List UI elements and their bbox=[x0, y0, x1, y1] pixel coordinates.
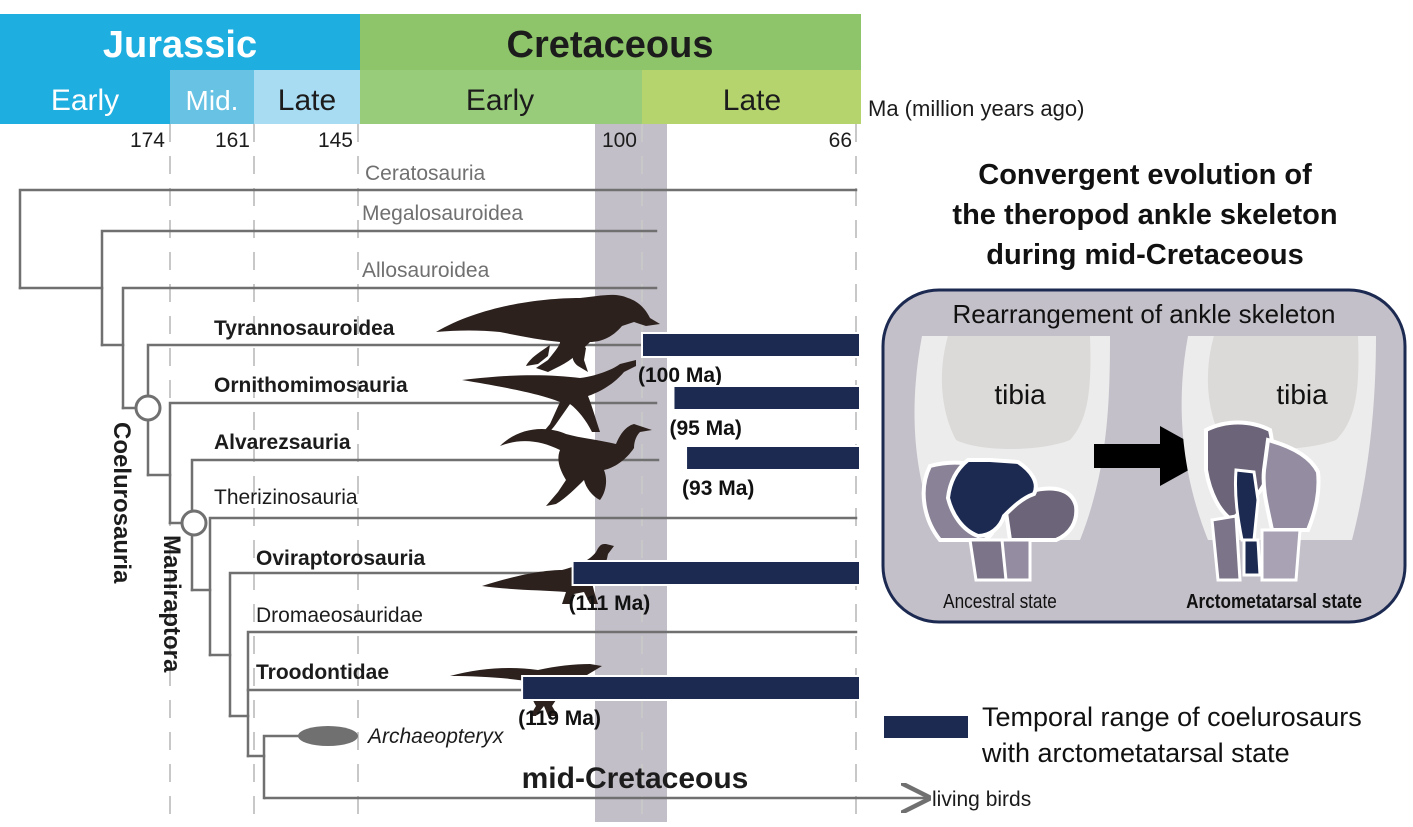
legend: Temporal range of coelurosaurs with arct… bbox=[884, 702, 1362, 768]
epoch-late-jurassic bbox=[254, 70, 360, 124]
range-label-oviraptorosauria: (111 Ma) bbox=[569, 592, 651, 615]
mid-cretaceous-label: mid-Cretaceous bbox=[522, 762, 749, 795]
taxon-label-tyrannosauroidea: Tyrannosauroidea bbox=[214, 317, 395, 340]
range-bar-tyrannosauroidea bbox=[641, 332, 861, 358]
unit-label: Ma (million years ago) bbox=[868, 96, 1084, 121]
coelurosauria-node bbox=[134, 394, 162, 422]
archaeopteryx-marker bbox=[298, 726, 358, 746]
branch-therizinosauria bbox=[208, 516, 858, 657]
arcto-state-label: Arctometatarsal state bbox=[1186, 590, 1362, 613]
mid-cretaceous-band bbox=[595, 124, 667, 822]
panel-title-line-2: the theropod ankle skeleton bbox=[952, 199, 1337, 231]
taxon-label-oviraptorosauria: Oviraptorosauria bbox=[256, 547, 426, 570]
alvarezsaur-silhouette bbox=[500, 424, 652, 506]
legend-line-2: with arctometatarsal state bbox=[981, 738, 1290, 768]
ancestral-ankle-illustration: tibia bbox=[914, 336, 1110, 582]
taxon-labels: Ceratosauria Megalosauroidea Allosauroid… bbox=[214, 162, 1031, 811]
taxon-label-archaeopteryx: Archaeopteryx bbox=[366, 725, 505, 748]
range-label-ornithomimosauria: (95 Ma) bbox=[669, 417, 741, 440]
branch-archaeopteryx bbox=[262, 734, 302, 800]
epoch-late-cretaceous bbox=[642, 70, 861, 124]
taxon-label-living-birds: living birds bbox=[932, 788, 1031, 811]
ancestral-tibia-label: tibia bbox=[994, 379, 1046, 410]
right-panel: Convergent evolution of the theropod ank… bbox=[881, 159, 1407, 624]
clade-label-maniraptora: Maniraptora bbox=[158, 535, 185, 673]
period-cretaceous bbox=[360, 14, 861, 70]
taxon-label-ceratosauria: Ceratosauria bbox=[365, 162, 486, 185]
epoch-label-mid-jurassic: Mid. bbox=[186, 85, 239, 116]
range-label-troodontidae: (119 Ma) bbox=[518, 707, 601, 730]
period-label-cretaceous: Cretaceous bbox=[507, 24, 714, 66]
taxon-label-ornithomimosauria: Ornithomimosauria bbox=[214, 374, 408, 397]
time-gridlines bbox=[169, 124, 857, 822]
branch-megalosauroidea bbox=[100, 229, 658, 347]
taxon-label-dromaeosauridae: Dromaeosauridae bbox=[256, 604, 423, 627]
epoch-early-cretaceous bbox=[360, 70, 642, 124]
oviraptorosaur-silhouette bbox=[482, 544, 614, 604]
clade-label-coelurosauria: Coelurosauria bbox=[108, 422, 135, 584]
branch-allosauroidea bbox=[121, 286, 658, 410]
ankle-box-title: Rearrangement of ankle skeleton bbox=[952, 299, 1335, 329]
timescale: Jurassic Cretaceous Early Mid. Late Earl… bbox=[0, 14, 1084, 124]
range-label-tyrannosauroidea: (100 Ma) bbox=[638, 364, 722, 387]
arcto-tibia-label: tibia bbox=[1276, 379, 1328, 410]
maniraptora-node bbox=[180, 509, 208, 537]
period-jurassic bbox=[0, 14, 360, 70]
tick-labels: 174 161 145 100 66 bbox=[130, 129, 852, 152]
range-label-alvarezsauria: (93 Ma) bbox=[682, 477, 754, 500]
epoch-label-late-cretaceous: Late bbox=[723, 84, 781, 117]
ancestral-state-label: Ancestral state bbox=[943, 590, 1057, 613]
range-bar-troodontidae bbox=[521, 675, 861, 701]
panel-title-line-1: Convergent evolution of bbox=[978, 159, 1312, 191]
arctometatarsal-ankle-illustration: tibia bbox=[1181, 336, 1376, 582]
tick-label-100: 100 bbox=[602, 129, 637, 152]
range-bars: (100 Ma) (95 Ma) (93 Ma) (111 Ma) (119 Ma) bbox=[518, 332, 862, 730]
tick-label-161: 161 bbox=[215, 129, 250, 152]
taxon-label-therizinosauria: Therizinosauria bbox=[214, 486, 358, 509]
period-label-jurassic: Jurassic bbox=[103, 24, 257, 66]
range-bar-ornithomimosauria bbox=[672, 385, 861, 411]
epoch-label-early-cretaceous: Early bbox=[466, 84, 534, 117]
epoch-mid-jurassic bbox=[170, 70, 254, 124]
taxon-label-allosauroidea: Allosauroidea bbox=[362, 259, 490, 282]
tick-label-145: 145 bbox=[318, 129, 353, 152]
taxon-label-troodontidae: Troodontidae bbox=[256, 661, 389, 684]
epoch-early-jurassic bbox=[0, 70, 170, 124]
epoch-label-late-jurassic: Late bbox=[278, 84, 336, 117]
range-bar-alvarezsauria bbox=[685, 445, 862, 471]
legend-swatch bbox=[884, 716, 968, 738]
branch-ceratosauria bbox=[18, 188, 858, 290]
branch-dromaeosauridae bbox=[246, 630, 858, 758]
taxon-label-megalosauroidea: Megalosauroidea bbox=[362, 202, 523, 225]
tyrannosaur-silhouette bbox=[436, 294, 660, 372]
tick-label-66: 66 bbox=[829, 129, 852, 152]
epoch-label-early-jurassic: Early bbox=[51, 84, 119, 117]
ornithomimid-silhouette bbox=[462, 360, 636, 436]
taxon-label-alvarezsauria: Alvarezsauria bbox=[214, 431, 351, 454]
legend-line-1: Temporal range of coelurosaurs bbox=[982, 702, 1362, 732]
tick-label-174: 174 bbox=[130, 129, 165, 152]
range-bar-oviraptorosauria bbox=[571, 560, 861, 586]
panel-title-line-3: during mid-Cretaceous bbox=[986, 239, 1303, 271]
